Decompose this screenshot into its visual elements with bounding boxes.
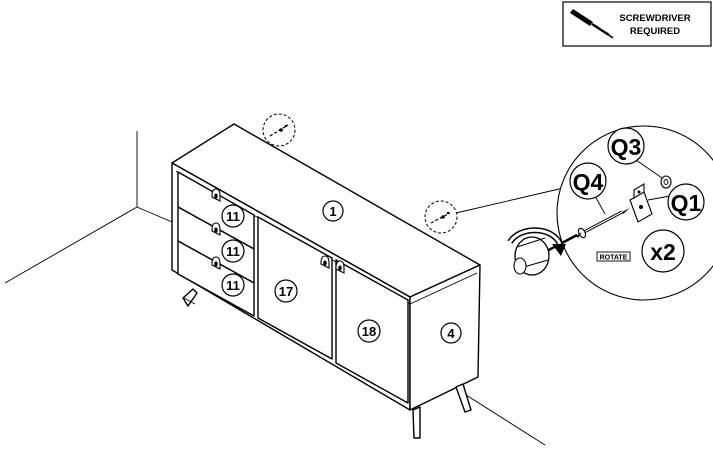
door-handle xyxy=(335,260,345,274)
detail-leader-line xyxy=(455,185,573,214)
notice-line-1: SCREWDRIVER xyxy=(619,13,690,24)
svg-text:x2: x2 xyxy=(650,239,676,265)
mounting-point-detail xyxy=(424,200,458,234)
svg-text:Q1: Q1 xyxy=(671,190,702,216)
bracket-q1 xyxy=(629,183,653,223)
rotate-label: ROTATE xyxy=(596,251,631,262)
screw-q4 xyxy=(577,208,630,239)
drawer-3 xyxy=(177,240,255,317)
room-corner xyxy=(4,131,546,446)
drawer-handle xyxy=(211,222,221,236)
drawer-handle xyxy=(211,188,221,202)
svg-text:Q4: Q4 xyxy=(573,169,604,195)
svg-text:Q3: Q3 xyxy=(611,134,642,160)
svg-text:11: 11 xyxy=(226,278,240,293)
leg-front-right xyxy=(412,406,421,439)
part-label-side: 4 xyxy=(440,322,462,344)
label-q1: Q1 xyxy=(667,183,705,221)
rotate-arrow-icon xyxy=(507,227,566,256)
sideboard-cabinet xyxy=(171,123,481,439)
leg-front-left xyxy=(182,288,198,307)
screwdriver-icon xyxy=(570,9,614,39)
part-label-door-right: 18 xyxy=(357,319,381,343)
label-q3: Q3 xyxy=(607,127,645,165)
leg-back-right xyxy=(455,383,472,413)
drawer-handle xyxy=(211,256,221,270)
part-label-top: 1 xyxy=(322,200,344,222)
washer-q3 xyxy=(660,175,672,189)
screwdriver-required-notice: SCREWDRIVER REQUIRED xyxy=(562,1,712,47)
svg-text:1: 1 xyxy=(329,204,336,219)
svg-text:18: 18 xyxy=(362,324,376,339)
svg-text:11: 11 xyxy=(226,209,240,224)
door-handle xyxy=(320,255,330,269)
quantity-badge: x2 xyxy=(641,229,685,273)
svg-text:ROTATE: ROTATE xyxy=(600,255,628,262)
part-label-door-left: 17 xyxy=(274,279,298,303)
label-q4: Q4 xyxy=(569,162,607,200)
svg-text:11: 11 xyxy=(226,244,240,259)
notice-line-2: REQUIRED xyxy=(630,26,680,37)
hardware-detail-callout: Q3 Q4 Q1 x2 ROTATE xyxy=(507,125,713,301)
svg-text:4: 4 xyxy=(447,326,455,341)
screwdriver-tool xyxy=(513,232,582,276)
svg-text:17: 17 xyxy=(279,284,293,299)
part-label-drawer: 11 xyxy=(221,239,245,263)
part-label-drawer: 11 xyxy=(221,273,245,297)
mounting-point-detail xyxy=(262,113,296,147)
part-label-drawer: 11 xyxy=(221,204,245,228)
